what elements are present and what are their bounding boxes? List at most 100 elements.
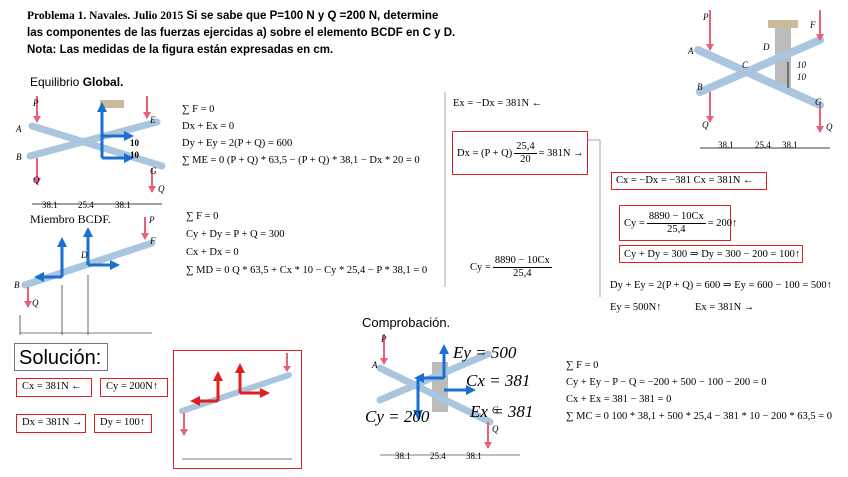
problem-statement: Si se sabe que P=100 N y Q =200 N, deter…: [183, 10, 439, 22]
check-label-a: A: [372, 360, 378, 370]
check-cy: Cy = 200: [365, 407, 430, 426]
check-eq-2: Cy + Ey − P − Q = −200 + 500 − 100 − 200…: [566, 377, 767, 388]
global-dim-10b: 10: [130, 150, 139, 160]
check-label-q: Q: [492, 424, 499, 434]
dim-38-1-b: 38.1: [782, 140, 798, 150]
dim-10-a: 10: [797, 60, 806, 70]
dim-38-1-a: 38.1: [718, 140, 734, 150]
member-eq-4: ∑ MD = 0 Q * 63,5 + Cx * 10 − Cy * 25,4 …: [186, 265, 428, 276]
solution-dy: Dy = 100↑: [94, 414, 152, 433]
section-global-bold: Global.: [82, 75, 124, 89]
solution-title: Solución:: [14, 343, 108, 371]
check-figure: [376, 334, 520, 456]
section-global: Equilibrio Global.: [30, 75, 123, 89]
check-eq-3: Cx + Ex = 381 − 381 = 0: [566, 394, 672, 405]
section-member: Miembro BCDF.: [30, 212, 112, 226]
cy-formula-den: 25,4: [513, 268, 532, 279]
problem-line2: las componentes de las fuerzas ejercidas…: [27, 27, 456, 39]
global-label-g: G: [150, 166, 157, 176]
check-label-g: G: [492, 405, 499, 415]
frame-figure-global: [26, 96, 166, 205]
problem-note: Nota: Las medidas de la figura están exp…: [27, 44, 334, 56]
global-label-e: E: [150, 115, 156, 125]
global-eq-2: Dx + Ex = 0: [182, 121, 235, 132]
global-equations: ∑ F = 0 Dx + Ex = 0 Dy + Ey = 2(P + Q) =…: [182, 101, 420, 169]
solution-cx: Cx = 381N ←: [16, 378, 92, 397]
global-dim-10a: 10: [130, 138, 139, 148]
bar-bcdf: [696, 36, 824, 96]
label-p: P: [703, 12, 709, 22]
solution-member-box: [173, 350, 302, 469]
check-equations: ∑ F = 0 Cy + Ey − P − Q = −200 + 500 − 1…: [566, 357, 832, 425]
check-dim-38-1: 38.1: [395, 451, 411, 461]
dx-lhs: Dx = (P + Q): [457, 147, 513, 159]
check-eq-1: ∑ F = 0: [566, 360, 599, 371]
cy-box-rhs: = 200↑: [707, 217, 738, 229]
ey-equation: Dy + Ey = 2(P + Q) = 600 ⇒ Ey = 600 − 10…: [610, 280, 832, 291]
member-label-d: D: [81, 250, 88, 260]
member-eq-1: ∑ F = 0: [186, 211, 219, 222]
cx-result-box: Cx = −Dx = −381 Cx = 381N ←: [611, 172, 767, 190]
member-eq-2: Cy + Dy = P + Q = 300: [186, 229, 285, 240]
check-label-p: P: [381, 334, 387, 344]
dx-rhs: = 381N →: [538, 147, 584, 159]
member-equations: ∑ F = 0 Cy + Dy = P + Q = 300 Cx + Dx = …: [186, 208, 427, 280]
wall-support: [768, 20, 798, 28]
dim-25-4: 25.4: [755, 140, 771, 150]
global-label-q: Q: [33, 175, 40, 185]
section-global-prefix: Equilibrio: [30, 75, 83, 89]
member-figure: [19, 217, 156, 335]
global-eq-1: ∑ F = 0: [182, 104, 215, 115]
label-q: Q: [826, 122, 833, 132]
ex-final: Ex = 381N →: [695, 302, 755, 313]
cy-formula-lhs: Cy =: [470, 262, 491, 273]
check-ey: Ey = 500: [453, 343, 517, 362]
solution-cy: Cy = 200N↑: [100, 378, 168, 397]
solution-member-figure: [179, 353, 292, 460]
check-dim-38-1b: 38.1: [466, 451, 482, 461]
bar-ace: [694, 46, 824, 109]
member-label-b: B: [14, 280, 20, 290]
problem-title: Problema 1. Navales. Julio 2015: [27, 10, 184, 22]
member-eq-3: Cx + Dx = 0: [186, 247, 239, 258]
section-check: Comprobación.: [362, 315, 451, 330]
global-dim-38-1: 38.1: [42, 200, 58, 210]
check-dim-25-4: 25.4: [430, 451, 446, 461]
label-g: G: [815, 97, 822, 107]
global-label-q2: Q: [158, 184, 165, 194]
label-f: F: [810, 20, 816, 30]
solution-dx: Dx = 381N →: [16, 414, 86, 433]
label-a: A: [688, 46, 694, 56]
cy-box-den: 25,4: [667, 223, 686, 235]
label-c: C: [742, 60, 749, 70]
global-label-a: A: [16, 124, 22, 134]
check-cx: Cx = 381: [466, 371, 531, 390]
global-eq-3: Dy + Ey = 2(P + Q) = 600: [182, 138, 293, 149]
label-b: B: [697, 82, 703, 92]
frame-figure-main: [694, 10, 830, 149]
cy-formula-num: 8890 − 10Cx: [492, 255, 552, 268]
label-d: D: [763, 42, 770, 52]
cy-box-lhs: Cy =: [624, 217, 645, 229]
global-label-b: B: [16, 152, 22, 162]
problem-header: Problema 1. Navales. Julio 2015 Si se sa…: [27, 8, 667, 59]
dx-num: 25,4: [514, 140, 537, 154]
member-label-q: Q: [32, 298, 39, 308]
global-eq-4: ∑ ME = 0 (P + Q) * 63,5 − (P + Q) * 38,1…: [182, 155, 420, 166]
check-ex: Ex = 381: [470, 402, 534, 421]
label-q-left: Q: [702, 120, 709, 130]
member-label-f: F: [150, 236, 156, 246]
dx-den: 20: [520, 153, 531, 165]
dim-10-b: 10: [797, 72, 806, 82]
global-label-p: P: [33, 98, 39, 108]
member-label-p: P: [149, 215, 155, 225]
global-dim-38-1b: 38.1: [115, 200, 131, 210]
global-dim-25-4: 25.4: [78, 200, 94, 210]
ey-final: Ey = 500N↑: [610, 302, 662, 313]
